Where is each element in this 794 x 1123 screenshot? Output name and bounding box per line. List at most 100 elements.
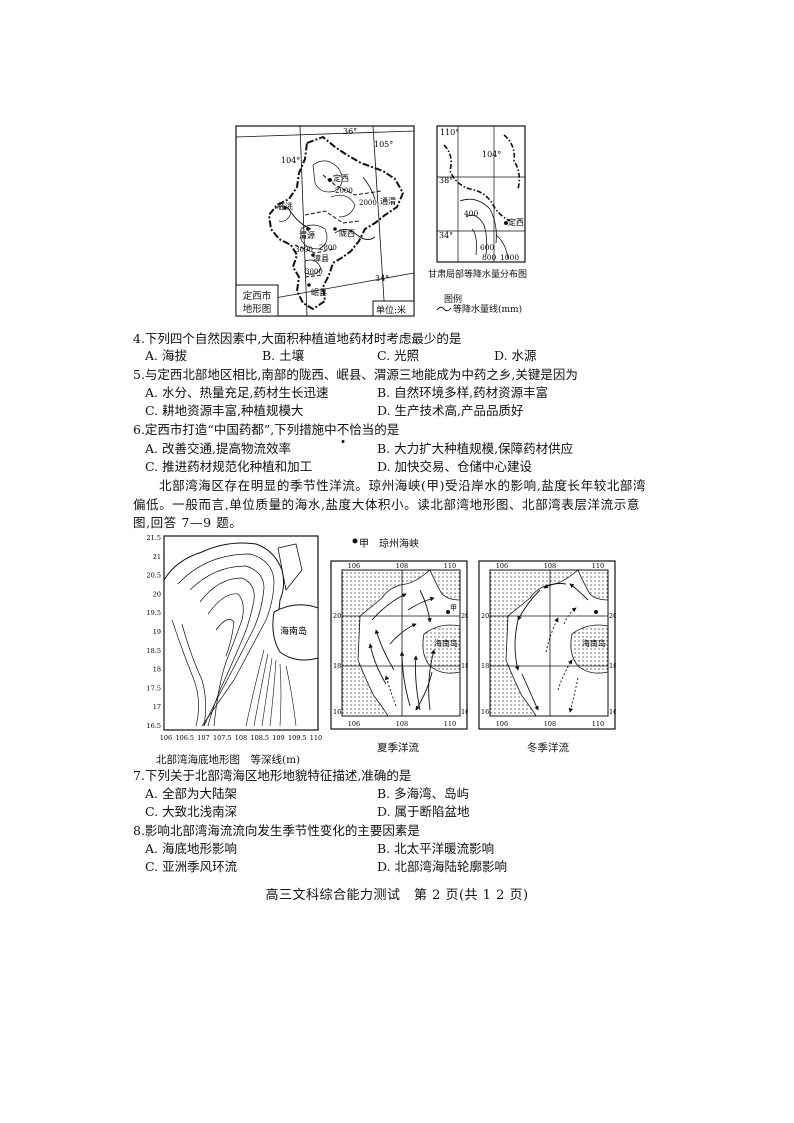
place-minxian: 岷县 [311, 288, 327, 297]
bay-map-caption-a: 北部湾海底地形图 [156, 754, 240, 766]
bay-map-y-tick: 17 [153, 703, 161, 711]
q6-option-b[interactable]: B. 大力扩大种植规模,保障药材供应 [377, 441, 574, 456]
contour-3000-b: 3000 [305, 268, 323, 276]
iso-800: 800 [482, 253, 497, 262]
precip-legend-title: 图例 [444, 295, 463, 305]
lon-104-label: 104° [281, 156, 300, 165]
bay-map-y-tick: 16.5 [147, 722, 161, 730]
bay-map-x-tick: 106 [160, 734, 172, 742]
precip-legend-item: 等降水量线(mm) [453, 305, 523, 315]
q4-option-d[interactable]: D. 水源 [494, 348, 537, 363]
q8-option-b[interactable]: B. 北太平洋暖流影响 [377, 841, 495, 856]
winter-bottom-tick: 108 [544, 720, 556, 728]
place-tongwei: 通渭 [380, 196, 396, 206]
place-zhangxian: 漳县 [313, 253, 329, 263]
bay-map-y-tick: 18 [153, 666, 161, 674]
bay-map-x-tick: 109 [272, 734, 284, 742]
lon-105-label: 105° [374, 140, 393, 149]
q6-option-d[interactable]: D. 加快交易、仓储中心建设 [377, 459, 533, 474]
q6-emphasis: 不 [336, 422, 350, 437]
summer-marker-label: 甲 [450, 604, 457, 612]
winter-left-tick: 16 [481, 708, 489, 716]
bay-map-y-tick: 21.5 [147, 534, 161, 542]
winter-bottom-tick: 106 [496, 720, 508, 728]
iso-600: 600 [480, 243, 495, 252]
q4-option-c[interactable]: C. 光照 [377, 348, 420, 363]
bay-map-x-tick: 107 [197, 734, 209, 742]
q4-option-a[interactable]: A. 海拔 [145, 348, 187, 363]
summer-bottom-tick: 108 [396, 720, 408, 728]
contour-2000-b: 2000 [359, 199, 377, 207]
page-footer: 高三文科综合能力测试 第 2 页(共 1 2 页) [265, 888, 529, 903]
q8-option-d[interactable]: D. 北部湾海陆轮廓影响 [377, 859, 508, 874]
q7-option-c[interactable]: C. 大致北浅南深 [145, 804, 238, 819]
bay-map-y-tick: 19.5 [147, 609, 161, 617]
q6-option-c[interactable]: C. 推进药材规范化种植和加工 [145, 459, 313, 474]
bay-map-caption-b: 等深线(m) [250, 754, 301, 766]
summer-top-tick: 108 [396, 562, 408, 570]
precip-map-title: 甘肃局部等降水量分布图 [428, 270, 528, 280]
bay-map-y-tick: 20 [153, 590, 161, 598]
q6-stem-a: 6.定西市打造“中国药都”,下列措施中 [133, 422, 337, 437]
q8-stem: 8.影响北部湾海流流向发生季节性变化的主要因素是 [133, 823, 420, 838]
summer-left-tick: 16 [333, 708, 341, 716]
winter-left-tick: 18 [481, 662, 489, 670]
q6-stem-c: 恰当的是 [349, 422, 400, 437]
q8-option-a[interactable]: A. 海底地形影响 [145, 841, 237, 856]
city-boundary [267, 135, 405, 311]
q5-option-b[interactable]: B. 自然环境多样,药材资源丰富 [377, 385, 549, 400]
summer-left-tick: 20 [333, 612, 341, 620]
q6-option-a[interactable]: A. 改善交通,提高物流效率 [145, 441, 291, 456]
summer-left-tick: 18 [333, 662, 341, 670]
q7-option-b[interactable]: B. 多海湾、岛屿 [377, 786, 470, 801]
q7-option-d[interactable]: D. 属于断陷盆地 [377, 804, 470, 819]
bay-map-caption: 北部湾海底地形图 等深线(m) [156, 752, 300, 767]
lat-38-label: 38° [439, 176, 453, 185]
q7-stem: 7.下列关于北部湾海区地形地貌特征描述,准确的是 [133, 768, 412, 783]
q5-option-d[interactable]: D. 生产技术高,产品品质好 [377, 403, 524, 418]
winter-right-tick: 20 [609, 612, 616, 620]
dingxi-map-unit: 单位:米 [376, 306, 407, 316]
q5-stem: 5.与定西北部地区相比,南部的陇西、岷县、渭源三地能成为中药之乡,关键是因为 [133, 367, 578, 382]
summer-hainan-label: 海南岛 [434, 638, 458, 648]
current-legend-marker: 甲 [359, 539, 369, 550]
q5-option-a[interactable]: A. 水分、热量充足,药材生长迅速 [145, 385, 329, 400]
place-weiyuan: 渭源 [299, 230, 315, 240]
reading-passage: 北部湾海区存在明显的季节性洋流。琼州海峡(甲)受沿岸水的影响,盐度长年较北部湾偏… [133, 478, 647, 530]
dingxi-terrain-map: 36° 105° 104° 34° 定西 通渭 临洮 渭源 陇西 漳县 岷县 2… [235, 125, 415, 317]
summer-bottom-tick: 110 [444, 720, 456, 728]
iso-1000: 1000 [500, 253, 519, 262]
current-map-legend: 甲 琼州海峡 [359, 535, 419, 550]
q8-option-c[interactable]: C. 亚洲季风环流 [145, 859, 238, 874]
bay-map-x-tick: 106.5 [175, 734, 194, 742]
q6-stem: 6.定西市打造“中国药都”,下列措施中不恰当的是 [133, 421, 399, 439]
summer-right-tick: 20 [461, 612, 468, 620]
isohyet-legend-icon [436, 306, 452, 312]
bay-map-x-tick: 109.5 [288, 734, 307, 742]
bay-map-y-tick: 17.5 [147, 684, 161, 692]
winter-hainan-label: 海南岛 [582, 638, 606, 648]
place-lintao: 临洮 [277, 201, 293, 211]
lat-36-label: 36° [343, 127, 357, 136]
place-dingxi: 定西 [333, 173, 349, 183]
winter-left-tick: 20 [481, 612, 489, 620]
gansu-precipitation-map: 110° 104° 38° 34° 定西 400 600 800 1000 [436, 125, 526, 263]
q5-option-c[interactable]: C. 耕地资源丰富,种植规模大 [145, 403, 304, 418]
dingxi-map-legend-title: 定西市 地形图 [242, 291, 272, 315]
winter-right-tick: 18 [609, 662, 616, 670]
q4-option-b[interactable]: B. 土壤 [262, 348, 305, 363]
q7-option-a[interactable]: A. 全部为大陆架 [145, 786, 237, 801]
place-longxi: 陇西 [339, 228, 355, 238]
bay-map-y-tick: 18.5 [147, 647, 161, 655]
winter-top-tick: 108 [544, 562, 556, 570]
bay-map-hainan-label: 海南岛 [280, 625, 307, 637]
winter-right-tick: 16 [609, 708, 616, 716]
winter-top-tick: 106 [496, 562, 508, 570]
contour-3000-a: 3000 [295, 246, 313, 254]
bay-map-x-tick: 107.5 [213, 734, 232, 742]
summer-right-tick: 16 [461, 708, 468, 716]
summer-right-tick: 18 [461, 662, 468, 670]
summer-top-tick: 110 [444, 562, 456, 570]
bay-map-y-tick: 19 [153, 628, 161, 636]
